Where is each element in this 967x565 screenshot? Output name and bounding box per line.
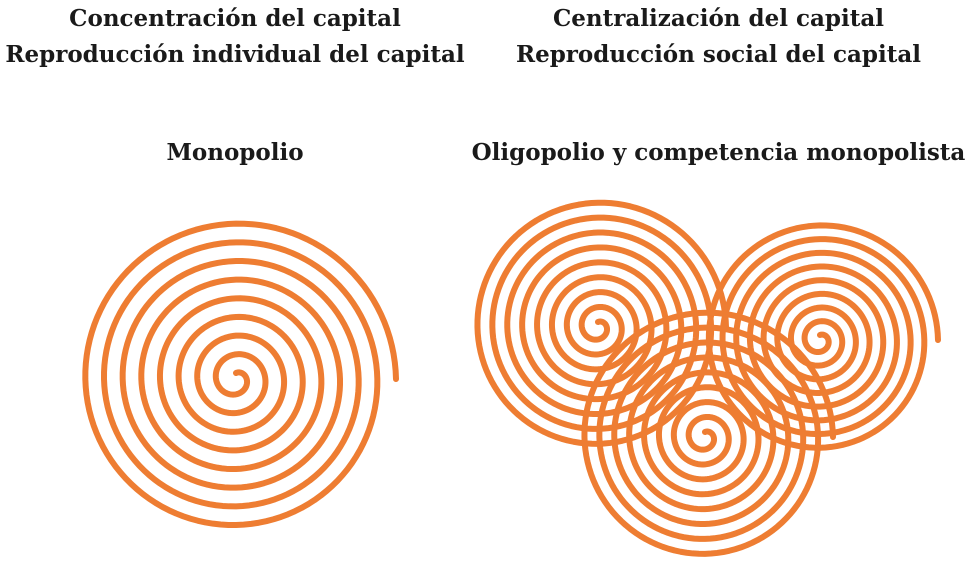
oligopoly-spiral-left (474, 199, 729, 447)
centralization-heading: Centralización del capital (552, 5, 884, 32)
monopoly-spiral (82, 220, 399, 528)
concentration-heading: Concentración del capital (69, 5, 401, 32)
oligopoly-spiral-bottom (581, 309, 836, 557)
monopoly-label: Monopolio (166, 139, 304, 166)
oligopoly-spiral-right (705, 222, 941, 451)
individual-reproduction-heading: Reproducción individual del capital (5, 41, 465, 68)
oligopoly-label: Oligopolio y competencia monopolista (471, 139, 966, 166)
social-reproduction-heading: Reproducción social del capital (515, 41, 922, 68)
